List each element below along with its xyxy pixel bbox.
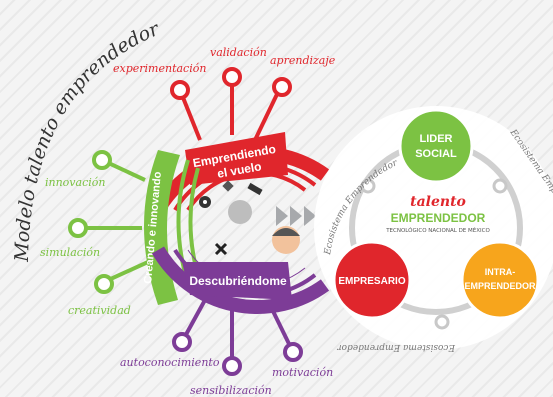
- text-emprendedor-circle: EMPRENDEDOR: [464, 281, 536, 291]
- center-emprendedor: EMPRENDEDOR: [391, 211, 486, 225]
- text-empresario: EMPRESARIO: [338, 276, 405, 287]
- green-band: [144, 150, 180, 305]
- satellite-icon: [222, 180, 234, 192]
- center-icons: [199, 180, 300, 256]
- text-social: SOCIAL: [415, 148, 457, 160]
- ring-label-bottom: Ecosistema Emprendedor: [337, 342, 456, 352]
- label-validacion: validación: [210, 46, 267, 59]
- node-sensibilizacion: [222, 356, 242, 376]
- label-innovacion: innovación: [45, 176, 105, 189]
- node-motivacion: [283, 342, 303, 362]
- purple-banner: [182, 262, 292, 300]
- rocket-icon: [247, 182, 263, 196]
- circle-lider-social: [398, 108, 474, 184]
- red-banner: [185, 132, 288, 185]
- tools-icon: [214, 242, 228, 256]
- node-experimentacion: [170, 80, 190, 100]
- label-sensibilizacion: sensibilización: [190, 384, 272, 397]
- node-innovacion: [92, 150, 112, 170]
- circle-intra-emprendedor: [460, 240, 540, 320]
- bulb-icon: [228, 200, 252, 224]
- label-creatividad: creatividad: [68, 304, 131, 317]
- center-talento: talento: [410, 194, 466, 210]
- label-simulacion: simulación: [40, 246, 100, 259]
- text-lider: LIDER: [420, 133, 453, 145]
- label-experimentacion: experimentación: [113, 62, 206, 75]
- label-autoconocimiento: autoconocimiento: [120, 356, 220, 369]
- arrow-icons: [276, 206, 316, 226]
- node-validacion: [222, 67, 242, 87]
- node-creatividad: [94, 274, 114, 294]
- label-motivacion: motivación: [272, 366, 333, 379]
- label-descubriendome: Descubriéndome: [189, 274, 287, 288]
- label-aprendizaje: aprendizaje: [270, 54, 336, 67]
- center-tecnologico: TECNOLÓGICO NACIONAL DE MÉXICO: [385, 226, 490, 234]
- node-aprendizaje: [272, 77, 292, 97]
- red-spokes: [178, 78, 282, 141]
- node-autoconocimiento: [172, 332, 192, 352]
- ring-nodes: [360, 178, 508, 330]
- text-intra: INTRA-: [485, 267, 516, 277]
- node-simulacion: [68, 218, 88, 238]
- circle-empresario: [332, 240, 412, 320]
